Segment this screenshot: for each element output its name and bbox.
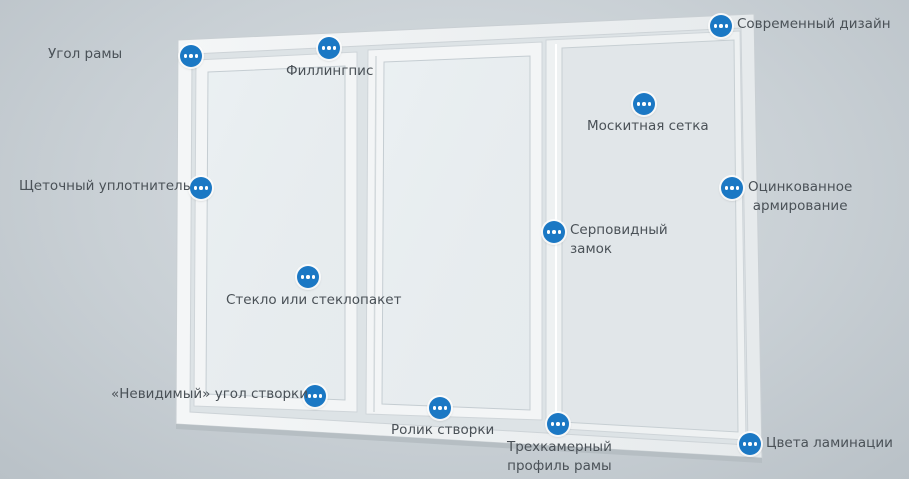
mosquito-net-label: Москитная сетка — [587, 118, 709, 134]
frame-corner-label: Угол рамы — [48, 46, 123, 62]
galvanized-reinforcement-line-2: армирование — [752, 198, 848, 214]
mosquito-net-hotspot[interactable] — [633, 93, 655, 115]
filling-label: Филлингпис — [286, 63, 374, 79]
three-chamber-profile-line-1: Трехкамерный — [507, 439, 612, 455]
three-chamber-profile-hotspot[interactable] — [547, 413, 569, 435]
crescent-lock-label: Серповидный замок — [570, 221, 668, 259]
galvanized-reinforcement-hotspot[interactable] — [721, 177, 743, 199]
three-chamber-profile-label: Трехкамерный профиль рамы — [507, 438, 612, 476]
left-glass — [205, 65, 346, 401]
crescent-lock-line-1: Серповидный — [570, 222, 668, 238]
lamination-colors-label: Цвета ламинации — [766, 435, 893, 451]
frame-bottom-shadow — [176, 424, 762, 463]
glass-hotspot[interactable] — [297, 266, 319, 288]
sash-roller-hotspot[interactable] — [429, 397, 451, 419]
middle-sash-seam — [373, 55, 377, 413]
modern-design-hotspot[interactable] — [710, 15, 732, 37]
invisible-corner-hotspot[interactable] — [304, 385, 326, 407]
middle-glass — [381, 55, 531, 411]
brush-seal-label: Щеточный уплотнитель — [19, 178, 191, 194]
sash-roller-label: Ролик створки — [391, 422, 495, 438]
brush-seal-hotspot[interactable] — [190, 177, 212, 199]
right-net — [561, 39, 739, 433]
lamination-colors-hotspot[interactable] — [739, 433, 761, 455]
galvanized-reinforcement-label: Оцинкованное армирование — [748, 178, 852, 216]
modern-design-label: Современный дизайн — [737, 16, 891, 32]
glass-label: Стекло или стеклопакет — [226, 292, 402, 308]
filling-hotspot[interactable] — [318, 37, 340, 59]
crescent-lock-line-2: замок — [570, 241, 613, 257]
galvanized-reinforcement-line-1: Оцинкованное — [748, 179, 853, 195]
frame-corner-hotspot[interactable] — [180, 45, 202, 67]
crescent-lock-hotspot[interactable] — [543, 221, 565, 243]
invisible-corner-label: «Невидимый» угол створки — [111, 386, 308, 402]
three-chamber-profile-line-2: профиль рамы — [507, 458, 612, 474]
